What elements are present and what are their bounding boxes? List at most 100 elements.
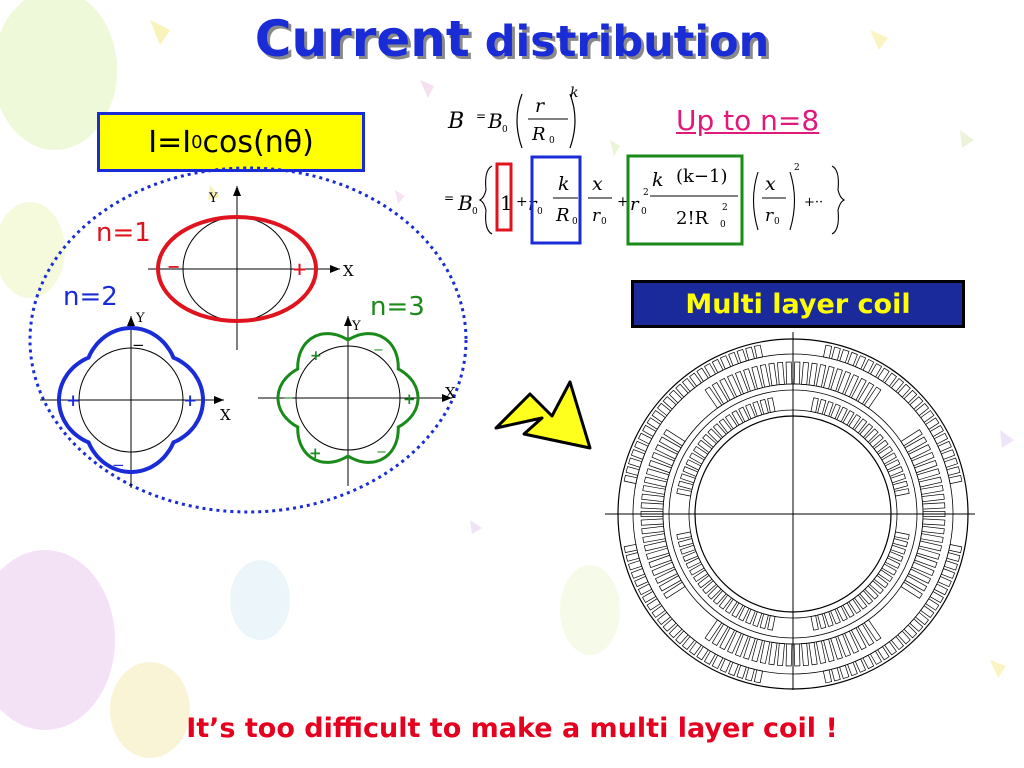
coil-block: [890, 473, 906, 484]
coil-block: [658, 575, 682, 592]
coil-block: [693, 569, 709, 583]
coil-block: [643, 476, 668, 488]
coil-block: [830, 403, 841, 420]
coil-block: [704, 363, 717, 378]
coil-block: [654, 568, 678, 584]
coil-block: [909, 396, 924, 410]
coil-block: [937, 440, 952, 453]
coil-block: [933, 432, 949, 445]
eq-r0-d-sub: 0: [774, 217, 780, 227]
coil-block: [651, 605, 666, 618]
coil-block: [873, 574, 889, 589]
coil-block: [640, 511, 664, 517]
coil-block: [869, 433, 884, 448]
formula-subscript: 0: [191, 131, 203, 153]
coil-block: [734, 633, 749, 658]
coil-block: [815, 364, 827, 388]
coil-block: [768, 641, 778, 666]
coil-block: [877, 367, 890, 382]
coil-block: [697, 439, 713, 454]
coil-block: [637, 432, 653, 445]
coil-block: [873, 439, 889, 454]
eq-R-2: R: [555, 205, 570, 226]
coil-block: [630, 449, 646, 460]
coil-block: [850, 627, 867, 651]
eq-k-exp: k: [570, 85, 578, 101]
coil-block: [793, 361, 801, 385]
coil-block: [903, 389, 918, 404]
coil-block: [731, 410, 744, 426]
coil-block: [908, 444, 932, 460]
coil-block: [823, 365, 835, 390]
coil-block: [727, 630, 742, 654]
coil-block: [645, 468, 670, 481]
coil-block: [844, 630, 859, 654]
coil-block: [854, 355, 867, 370]
coil-block: [793, 643, 801, 667]
coil-block: [719, 658, 732, 673]
coil-block: [920, 605, 935, 619]
coil-block: [641, 525, 665, 535]
coil-block: [745, 667, 755, 682]
coil-block: [663, 581, 686, 599]
coil-block: [823, 344, 833, 359]
dipole-plus: +: [292, 259, 307, 280]
coil-block: [712, 423, 727, 438]
coil-block: [689, 563, 705, 576]
coil-block: [911, 451, 935, 467]
sext-plus-1: +: [310, 348, 322, 364]
coil-block: [731, 602, 744, 618]
quad-y-label: Y: [135, 311, 145, 326]
coil-block: [914, 611, 929, 626]
quad-minus-top: −: [132, 336, 145, 354]
coil-block: [777, 642, 785, 667]
eq-r0-d: r: [765, 206, 774, 226]
coil-blocks: [623, 344, 963, 684]
eq-fact-sup: 2: [722, 203, 728, 213]
coil-block: [890, 378, 905, 393]
coil-block: [916, 547, 941, 560]
sext-minus-2: −: [283, 391, 294, 406]
dipole-y-label: Y: [208, 191, 218, 206]
coil-block: [751, 638, 763, 663]
sext-plus-2: +: [403, 390, 416, 408]
sextupole-curve: [276, 332, 420, 464]
coil-block: [642, 485, 666, 495]
coil-block: [759, 398, 769, 415]
sext-minus-1: −: [373, 343, 384, 358]
eq-R-2-sub: 0: [572, 217, 578, 227]
coil-block: [703, 650, 716, 665]
coil-block: [753, 344, 764, 359]
coil-block: [677, 538, 694, 548]
title-part1: Current: [254, 10, 470, 68]
coil-block: [810, 615, 819, 631]
eq-x-1: x: [592, 173, 603, 195]
coil-block: [628, 560, 643, 571]
coil-block: [864, 585, 879, 600]
coil-block: [645, 547, 670, 560]
coil-block: [657, 402, 672, 417]
coil-block: [777, 361, 785, 386]
coil-block: [648, 460, 672, 474]
coil-block: [920, 485, 944, 495]
coil-block: [719, 627, 736, 651]
coil-block: [682, 377, 696, 392]
title-part2: distribution: [469, 17, 770, 67]
quad-plus-right: +: [183, 391, 197, 411]
coil-block: [623, 543, 638, 554]
coil-block: [925, 417, 940, 430]
coil-block: [914, 554, 938, 568]
coil-block: [946, 552, 961, 562]
eq-square: 2: [794, 163, 800, 173]
coil-block: [785, 361, 793, 385]
eq-r0-b-sub: 0: [601, 217, 607, 227]
coil-block: [688, 641, 702, 656]
coil-block: [881, 563, 897, 576]
coil-block: [830, 608, 841, 625]
coil-block: [937, 575, 952, 588]
coil-block: [869, 580, 884, 595]
coil-block: [724, 414, 738, 430]
eq-equals-1: =: [476, 109, 486, 123]
coil-block: [689, 452, 705, 465]
coil-block: [830, 636, 843, 660]
